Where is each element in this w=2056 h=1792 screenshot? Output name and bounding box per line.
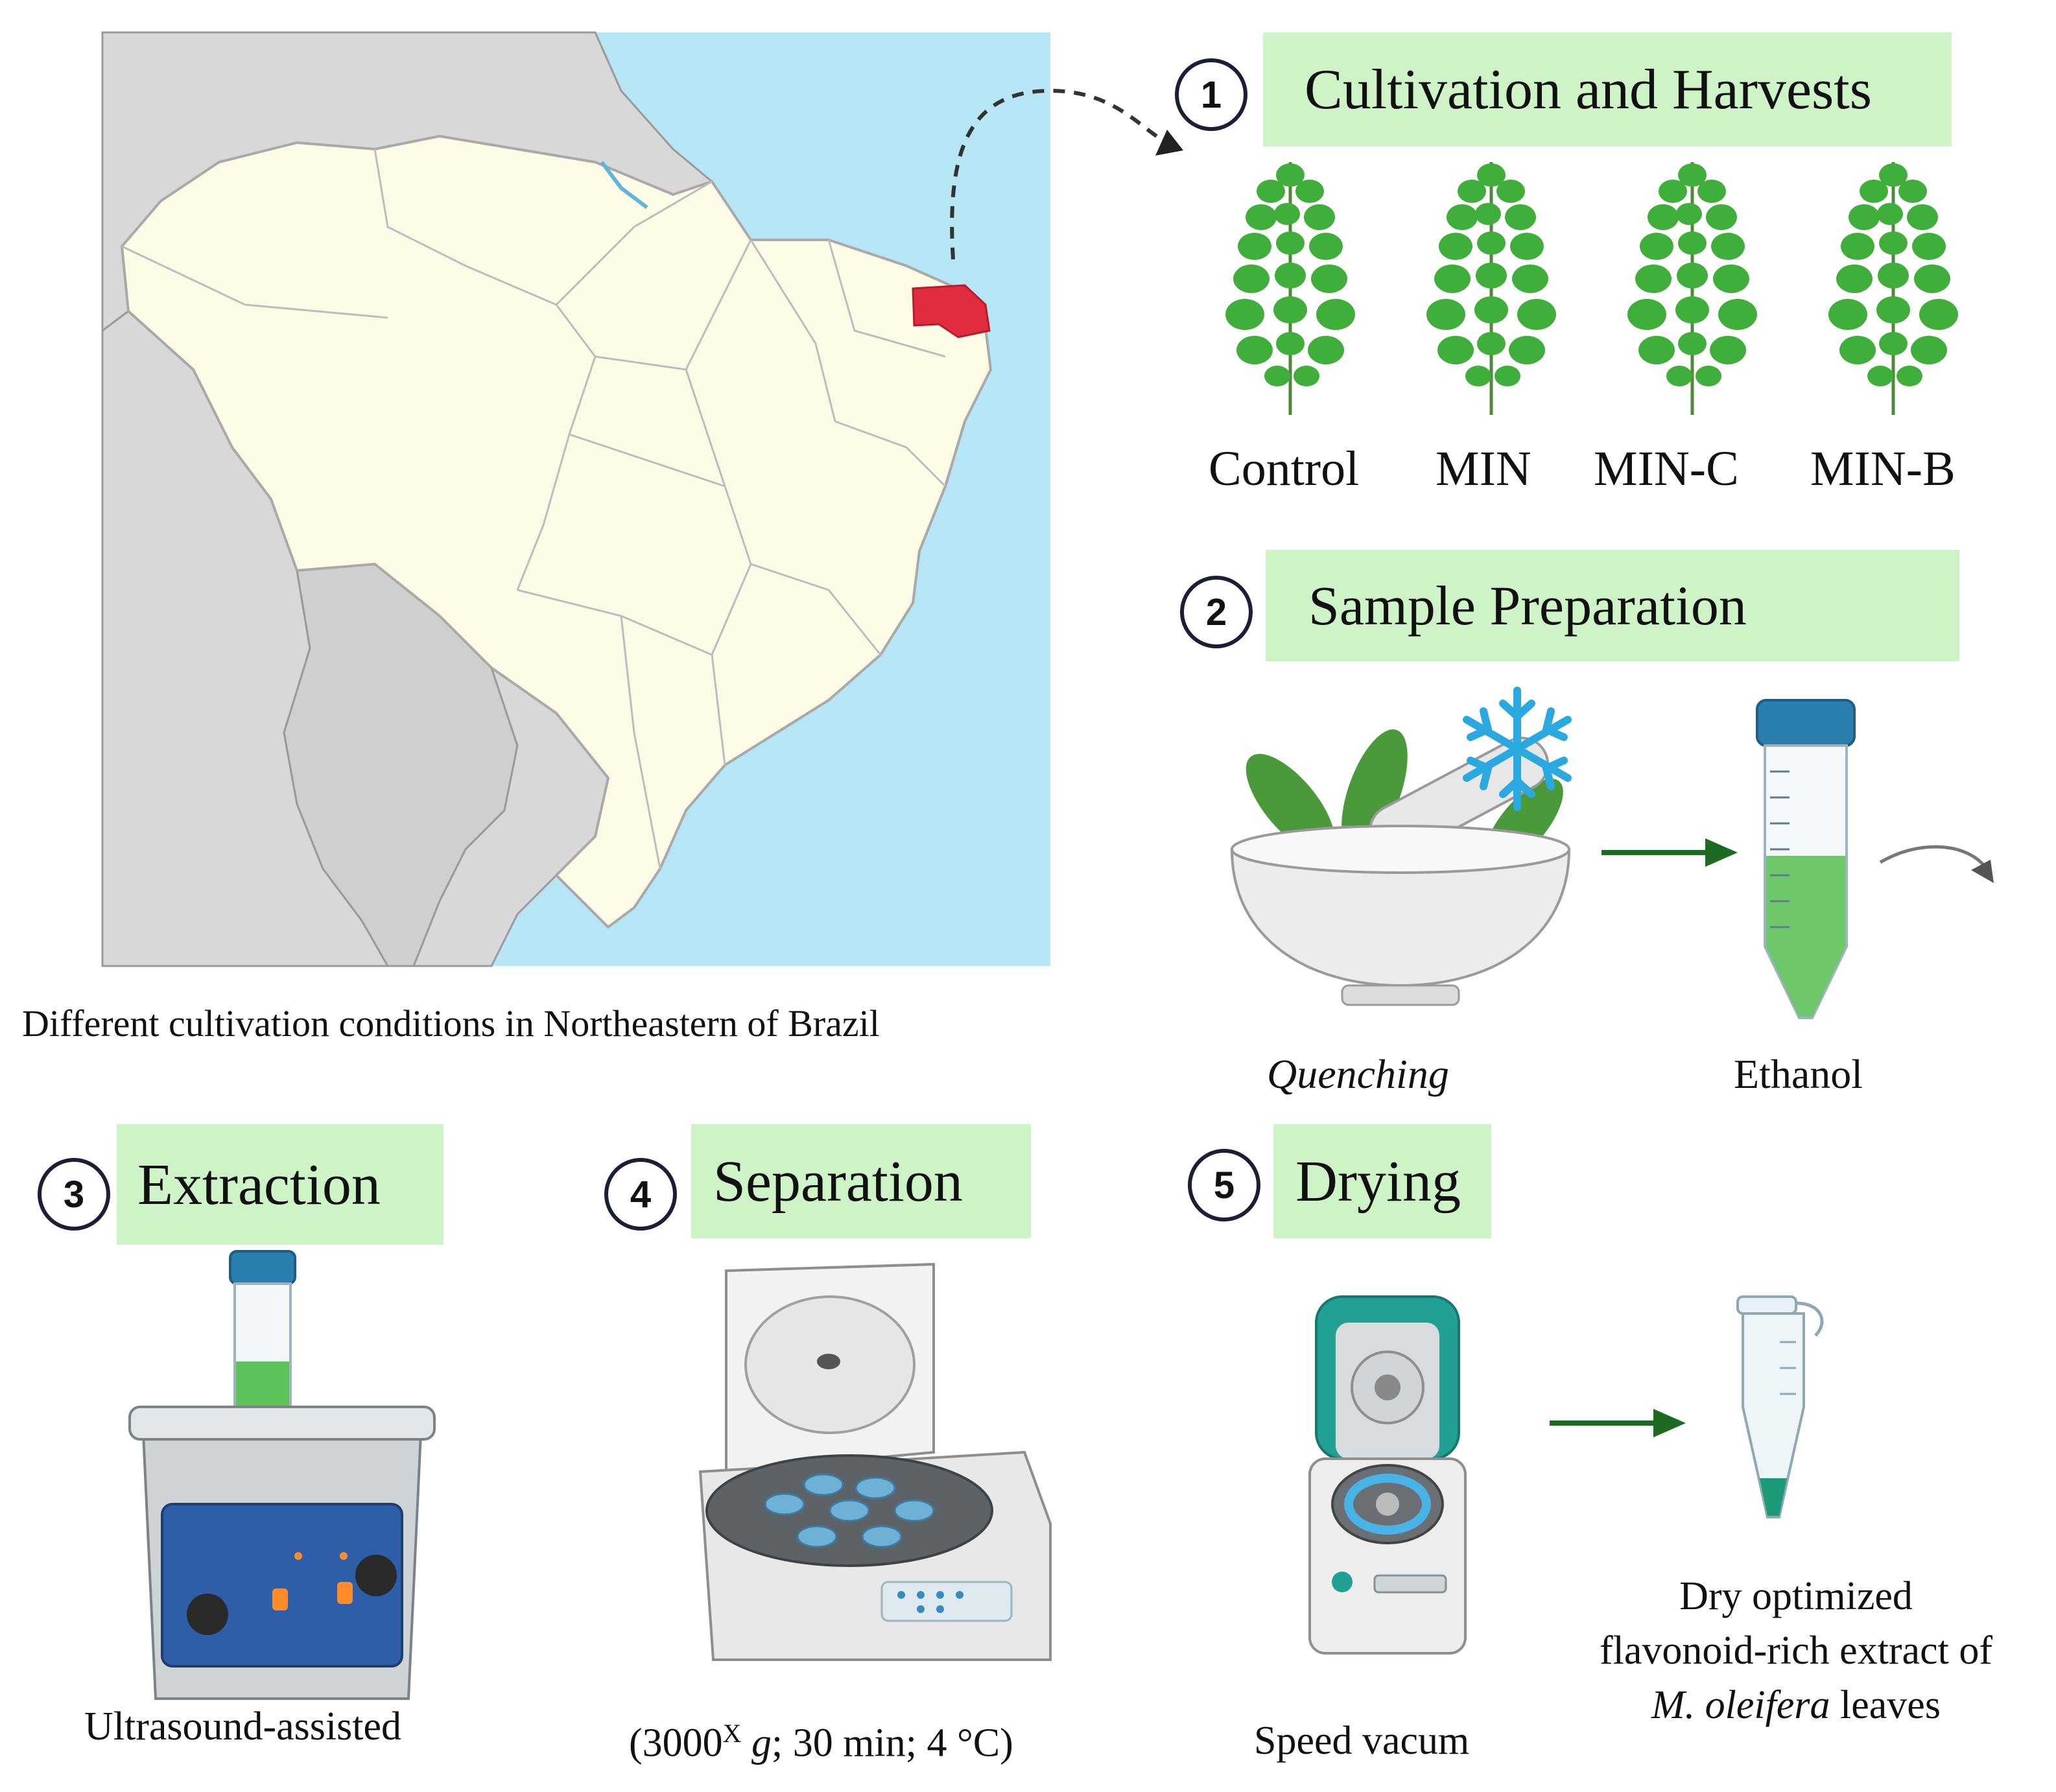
dry-extract-label: Dry optimized flavonoid-rich extract of … <box>1600 1574 1992 1727</box>
step-3-banner: Extraction <box>117 1124 443 1245</box>
step-4-banner: Separation <box>691 1124 1031 1238</box>
step-3-title: Extraction <box>137 1152 381 1217</box>
map-caption: Different cultivation conditions in Nort… <box>22 1002 880 1044</box>
rio-grande-do-norte-highlight <box>912 284 991 338</box>
arrow-right-icon-2 <box>1550 1409 1686 1437</box>
brazil-map <box>101 31 1050 967</box>
step-2-banner: Sample Preparation <box>1266 550 1959 661</box>
step-5-badge: 5 <box>1188 1149 1260 1221</box>
step-1-title: Cultivation and Harvests <box>1305 58 1872 121</box>
step-1-badge: 1 <box>1175 58 1247 131</box>
treatment-label-min-b: MIN-B <box>1810 442 1956 496</box>
speed-vacuum-label: Speed vacum <box>1254 1719 1470 1763</box>
ultrasonic-bath-icon <box>128 1250 436 1700</box>
ultrasound-label: Ultrasound-assisted <box>84 1704 402 1749</box>
step-4-badge: 4 <box>604 1158 677 1231</box>
step-2-title: Sample Preparation <box>1308 574 1747 637</box>
speed-vacuum-icon <box>1308 1295 1467 1655</box>
centrifuge-icon <box>698 1262 1052 1661</box>
curved-arrow-icon <box>1879 845 1994 883</box>
arrow-right-icon <box>1601 838 1738 867</box>
separation-label: (3000X g; 30 min; 4 °C) <box>629 1719 1013 1765</box>
dashed-arrow <box>950 88 1183 260</box>
treatment-label-control: Control <box>1209 442 1360 496</box>
treatment-label-min: MIN <box>1436 442 1531 496</box>
falcon-tube-ethanol-icon <box>1756 699 1856 1019</box>
quenching-label: Quenching <box>1267 1051 1449 1097</box>
step-2-badge: 2 <box>1180 576 1253 648</box>
step-3-badge: 3 <box>38 1158 110 1231</box>
microtube-icon <box>1736 1295 1824 1518</box>
step-1-banner: Cultivation and Harvests <box>1263 32 1952 147</box>
step-5-title: Drying <box>1295 1149 1461 1214</box>
moringa-branch-icons <box>1206 162 2023 421</box>
brazil-land <box>120 134 993 929</box>
mortar-pestle-icon <box>1230 729 1571 1006</box>
step-4-title: Separation <box>713 1149 963 1214</box>
snowflake-icon <box>1463 687 1572 811</box>
ethanol-label: Ethanol <box>1734 1051 1863 1097</box>
step-5-banner: Drying <box>1273 1124 1491 1238</box>
treatment-label-min-c: MIN-C <box>1594 442 1739 496</box>
